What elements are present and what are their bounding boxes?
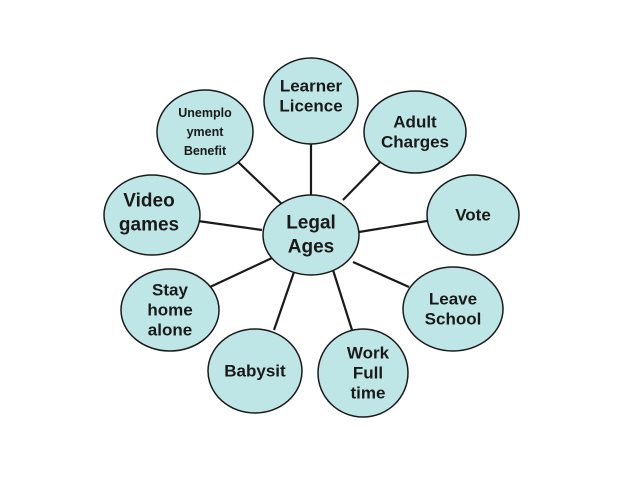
node-stay-home-alone-label-line: Stay	[152, 281, 188, 300]
node-unemployment-benefit-label-line: yment	[187, 125, 225, 139]
connector-adult-charges	[342, 156, 386, 201]
node-vote-label-line: Vote	[455, 206, 491, 225]
node-babysit: Babysit	[207, 328, 303, 414]
node-work-full-time-label-line: Full	[353, 364, 383, 383]
node-adult-charges-label-line: Adult	[393, 113, 437, 132]
diagram-nodes: LearnerLicenceAdultChargesVoteLeaveSchoo…	[103, 57, 520, 418]
connector-babysit	[272, 271, 296, 331]
node-leave-school-label-line: School	[425, 310, 482, 329]
connector-video-games	[197, 219, 263, 232]
node-learner-licence-label-line: Learner	[280, 77, 343, 96]
node-unemployment-benefit-label-line: Unemplo	[178, 106, 232, 120]
node-video-games-label-line: Video	[123, 191, 174, 212]
node-learner-licence-label-line: Licence	[279, 97, 342, 116]
connector-vote	[358, 219, 428, 234]
connector-work-full-time	[331, 269, 354, 331]
node-legal-ages-center-label-line: Legal	[286, 213, 336, 234]
node-learner-licence-shape	[263, 57, 359, 145]
node-leave-school-shape	[402, 266, 504, 352]
node-work-full-time-label-line: time	[351, 384, 386, 403]
node-adult-charges-shape	[363, 90, 467, 174]
connector-leave-school	[352, 260, 410, 289]
node-babysit-shape	[207, 328, 303, 414]
node-leave-school-label-line: Leave	[429, 290, 477, 309]
node-stay-home-alone-label-line: home	[147, 301, 192, 320]
node-stay-home-alone-label-line: alone	[148, 321, 192, 340]
node-video-games: Video games	[103, 174, 201, 256]
node-video-games-shape	[103, 174, 201, 256]
node-unemployment-benefit-label-line: Benefit	[184, 144, 227, 158]
node-babysit-label-line: Babysit	[224, 362, 286, 381]
node-legal-ages-center-label-line: Ages	[288, 237, 334, 258]
node-legal-ages-center-shape	[262, 194, 360, 276]
node-unemployment-benefit-shape	[156, 89, 254, 175]
node-vote: Vote	[426, 174, 520, 256]
connector-unemployment-benefit	[236, 160, 285, 207]
node-work-full-time-shape	[317, 328, 409, 418]
connector-stay-home-alone	[209, 257, 273, 288]
node-adult-charges-label-line: Charges	[381, 133, 449, 152]
node-stay-home-alone-shape	[120, 268, 220, 352]
node-vote-shape	[426, 174, 520, 256]
node-work-full-time-label-line: Work	[347, 344, 390, 363]
connector-lines	[197, 134, 428, 331]
node-video-games-label-line: games	[119, 215, 179, 236]
